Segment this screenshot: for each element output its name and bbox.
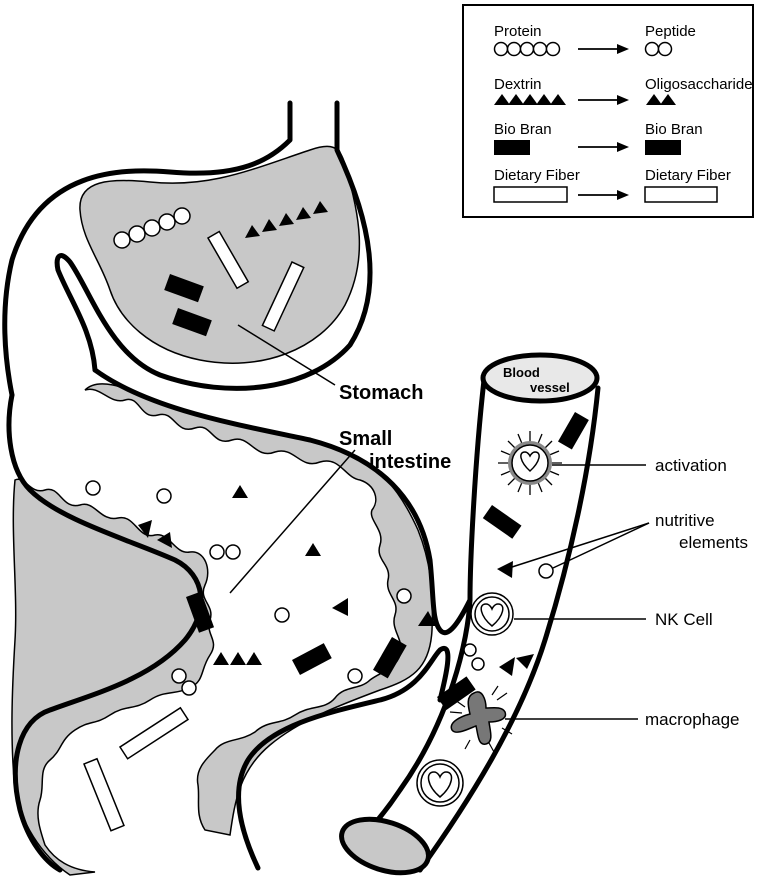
stomach-peptides	[113, 207, 191, 249]
legend-arrows	[578, 44, 629, 200]
legend-dextrin-label: Dextrin	[494, 76, 542, 93]
blood-vessel-label-1: Blood	[503, 365, 540, 380]
stomach-fiber	[261, 261, 305, 332]
peptide-icon	[644, 41, 673, 57]
legend-peptide-label: Peptide	[645, 23, 696, 40]
legend-oligosaccharide-label: Oligosaccharide	[645, 76, 753, 93]
legend-fiber-result-label: Dietary Fiber	[645, 167, 731, 184]
callouts: Stomach Small intestine activation nutri…	[339, 382, 748, 729]
biobran-icon	[494, 140, 530, 155]
small-intestine-label-2: intestine	[369, 451, 451, 473]
arrow-icon	[578, 44, 629, 54]
stomach-biobran	[172, 308, 212, 337]
intestine-nutrients	[85, 480, 436, 696]
nk-cell	[470, 592, 514, 636]
nutritive-label-1: nutritive	[655, 511, 715, 530]
arrow-icon	[578, 95, 629, 105]
stomach-biobran	[164, 274, 204, 303]
biobran-result-icon	[645, 140, 681, 155]
intestine-fibers	[83, 706, 190, 832]
stomach-fiber	[206, 230, 250, 290]
stomach-leader-line	[237, 324, 336, 386]
stomach-outer-wall-right	[54, 100, 373, 391]
activated-nk-cell	[498, 431, 562, 495]
legend-fiber-label: Dietary Fiber	[494, 167, 580, 184]
heart-icon	[520, 451, 540, 473]
legend-box	[462, 4, 754, 218]
stomach-label: Stomach	[339, 382, 423, 404]
vessel-nutrient-triangle	[497, 561, 513, 578]
vessel-biobran	[437, 676, 476, 711]
blood-vessel-opening	[480, 352, 600, 404]
stomach-dextrin	[245, 201, 328, 238]
fiber-result-icon	[644, 186, 718, 203]
small-intestine	[6, 367, 473, 876]
macrophage	[449, 685, 513, 753]
blood-vessel: Blood vessel	[339, 352, 601, 876]
heart-icon	[480, 603, 504, 627]
small-intestine-label-1: Small	[339, 428, 392, 450]
intestine-outer-wall	[6, 392, 204, 873]
intestine-leader-line	[229, 449, 356, 594]
nk-cell-label: NK Cell	[655, 610, 713, 629]
intestine-outer-wall-upper	[92, 367, 473, 635]
dextrin-icon	[494, 94, 566, 105]
arrow-icon	[578, 190, 629, 200]
vessel-nutrient-circle	[538, 563, 554, 579]
vessel-biobran	[482, 505, 522, 539]
oligosaccharide-icon	[646, 94, 676, 105]
legend-biobran-result-label: Bio Bran	[645, 121, 703, 138]
nutritive-label-2: elements	[679, 533, 748, 552]
stomach	[2, 100, 373, 398]
activation-label: activation	[655, 456, 727, 475]
intestine-outer-wall-lower	[236, 645, 451, 871]
blood-vessel-bottom-opening	[339, 816, 431, 876]
blood-vessel-label-2: vessel	[530, 380, 570, 395]
nk-cell-lower	[416, 759, 464, 807]
stomach-outer-wall	[2, 100, 293, 398]
legend-biobran-label: Bio Bran	[494, 121, 552, 138]
legend: Protein Peptide Dextrin Oligosaccharide …	[462, 4, 754, 218]
protein-icon	[493, 41, 561, 57]
macrophage-label: macrophage	[645, 710, 740, 729]
legend-protein-label: Protein	[494, 23, 542, 40]
vessel-biobran	[558, 412, 589, 450]
fiber-icon	[493, 186, 568, 203]
arrow-icon	[578, 142, 629, 152]
heart-icon	[427, 771, 453, 798]
